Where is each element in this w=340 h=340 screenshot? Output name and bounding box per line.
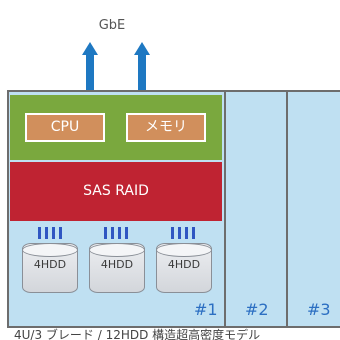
connector-pin (59, 227, 62, 239)
cpu-chip: CPU (25, 113, 105, 142)
disk-connector-3 (171, 227, 201, 239)
sas-raid-block: SAS RAID (10, 162, 222, 221)
blade-3 (288, 91, 340, 327)
hdd-stack-1: 4HDD (21, 242, 78, 293)
connector-pin (171, 227, 174, 239)
blade-divider (286, 91, 288, 327)
hdd-stack-3: 4HDD (155, 242, 212, 293)
arrow-head-icon (82, 42, 98, 55)
arrow-head-icon (134, 42, 150, 55)
connector-pin (38, 227, 41, 239)
arrow-shaft (138, 54, 146, 92)
disk-connector-1 (38, 227, 68, 239)
memory-chip: メモリ (126, 113, 206, 142)
connector-pin (45, 227, 48, 239)
disk-connector-2 (104, 227, 134, 239)
chassis-frame (7, 90, 340, 328)
connector-pin (178, 227, 181, 239)
connector-pin (185, 227, 188, 239)
blade-number-1: #1 (194, 300, 218, 319)
arrow-shaft (86, 54, 94, 92)
disk-top-icon (88, 242, 145, 257)
hdd-stack-2: 4HDD (88, 242, 145, 293)
connector-pin (118, 227, 121, 239)
hdd-label: 4HDD (167, 258, 201, 271)
connector-pin (125, 227, 128, 239)
hdd-label: 4HDD (33, 258, 67, 271)
hdd-label: 4HDD (100, 258, 134, 271)
connector-pin (104, 227, 107, 239)
connector-pin (192, 227, 195, 239)
uplink-arrow-left (82, 42, 98, 92)
blade-divider (224, 91, 226, 327)
disk-top-icon (21, 242, 78, 257)
gbe-label: GbE (98, 18, 126, 33)
blade-number-2: #2 (245, 300, 269, 319)
disk-top-icon (155, 242, 212, 257)
diagram-caption: 4U/3 ブレード / 12HDD 構造超高密度モデル (14, 328, 261, 340)
connector-pin (52, 227, 55, 239)
blade-2 (226, 91, 286, 327)
blade-number-3: #3 (307, 300, 331, 319)
uplink-arrow-right (134, 42, 150, 92)
connector-pin (111, 227, 114, 239)
